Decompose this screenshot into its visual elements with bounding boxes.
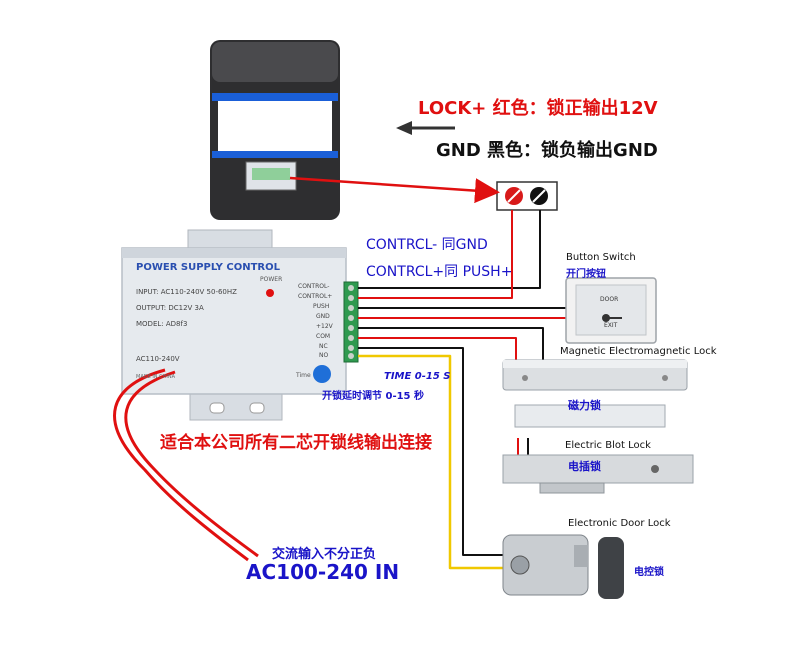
wire-control-plus	[358, 210, 513, 299]
maglock-en: Magnetic Electromagnetic Lock	[560, 346, 717, 357]
psu-terminal-gnd: GND	[316, 313, 330, 320]
psu-terminal-strip	[343, 281, 359, 363]
controller-to-terminal-arrow	[289, 176, 500, 204]
ac-input-cn: 交流输入不分正负	[272, 547, 377, 562]
maglock-cn: 磁力锁	[568, 399, 601, 412]
door-lock-cn: 电控锁	[634, 567, 664, 578]
psu-terminal-no: NO	[319, 352, 329, 359]
ac-wire-red	[113, 368, 249, 562]
psu-title: POWER SUPPLY CONTROL	[136, 262, 280, 273]
psu-terminal-com: COM	[316, 333, 331, 340]
lock-terminal-block	[496, 181, 558, 211]
psu-terminal-control-minus: CONTROL-	[298, 283, 330, 290]
gnd-label: GND 黑色：锁负输出GND	[436, 140, 658, 161]
ac-wire-red-2	[124, 370, 259, 558]
electric-bolt-lock	[502, 454, 694, 494]
exit-plate-top-text: DOOR	[600, 296, 619, 303]
button-switch-en: Button Switch	[566, 252, 636, 263]
psu-input: INPUT: AC110-240V 50-60HZ	[136, 288, 237, 296]
lock-arrow-head	[396, 121, 412, 135]
access-controller	[210, 40, 340, 220]
control-minus-label: CONTRCL- 同GND	[366, 237, 488, 253]
compatibility-note: 适合本公司所有二芯开锁线输出连接	[160, 433, 432, 453]
time-note-cn: 开锁延时调节 0-15 秒	[322, 391, 424, 402]
psu-terminal-12v: +12V	[316, 323, 333, 330]
psu-terminal-push: PUSH	[313, 303, 330, 310]
electronic-door-lock	[502, 534, 624, 599]
button-switch-cn: 开门按钮	[566, 269, 606, 280]
bolt-cn: 电插锁	[568, 460, 601, 473]
power-supply-unit	[121, 229, 347, 421]
wire-12v	[358, 327, 544, 372]
exit-plate-bottom-text: EXIT	[604, 322, 618, 329]
time-note-en: TIME 0-15 S	[384, 371, 451, 382]
psu-output: OUTPUT: DC12V 3A	[136, 304, 204, 312]
bolt-en: Electric Blot Lock	[565, 440, 651, 451]
control-plus-label: CONTRCL+同 PUSH+	[366, 264, 513, 280]
door-lock-en: Electronic Door Lock	[568, 518, 671, 529]
psu-ac-label: AC110-240V	[136, 355, 180, 363]
ac-input-en: AC100-240 IN	[246, 560, 400, 584]
psu-terminal-control-plus: CONTROL+	[298, 293, 333, 300]
wire-push	[358, 300, 576, 309]
psu-made-in: MADE IN CHINA	[136, 374, 176, 380]
psu-power-label: POWER	[260, 276, 283, 283]
psu-terminal-nc: NC	[319, 343, 328, 350]
wire-com	[358, 337, 517, 360]
exit-button-switch	[565, 277, 657, 344]
wire-control-minus	[358, 210, 541, 289]
psu-model: MODEL: AD8f3	[136, 320, 188, 328]
wiring	[113, 210, 576, 570]
lock-plus-label: LOCK+ 红色：锁正输出12V	[418, 98, 658, 119]
psu-time-label: Time	[296, 372, 311, 379]
wire-no	[358, 354, 503, 570]
wire-nc	[358, 347, 503, 556]
magnetic-lock	[502, 359, 688, 428]
